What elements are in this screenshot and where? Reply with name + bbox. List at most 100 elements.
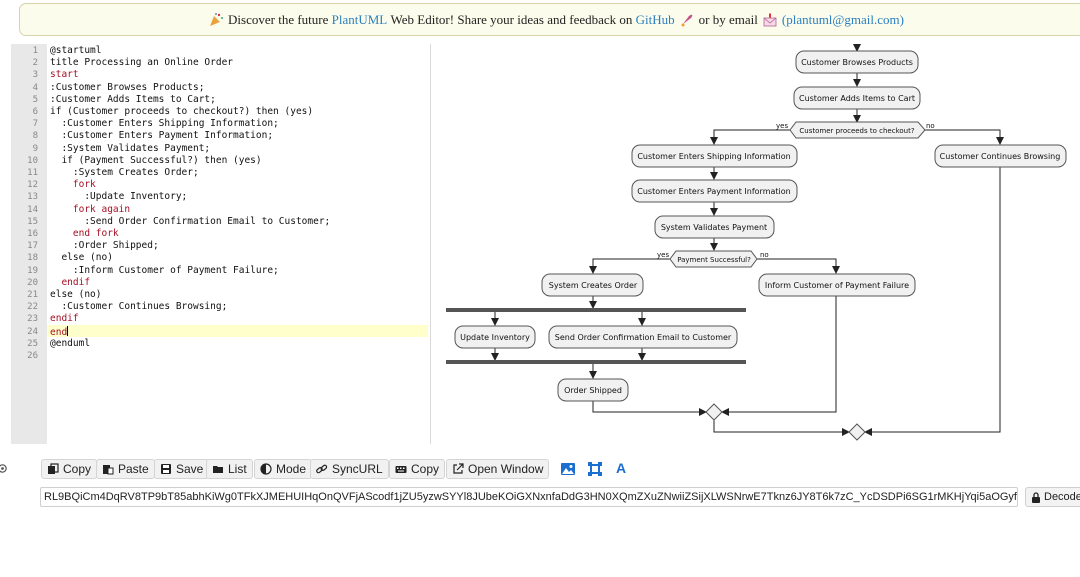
node-shipping: Customer Enters Shipping Information — [631, 144, 798, 168]
node-create-order: System Creates Order — [541, 273, 644, 297]
svg-text:Order Shipped: Order Shipped — [564, 386, 622, 395]
code-line[interactable]: :Customer Continues Browsing; — [50, 301, 228, 312]
code-line[interactable]: :Inform Customer of Payment Failure; — [50, 265, 279, 276]
text-format-icon[interactable]: A — [615, 460, 627, 476]
code-line[interactable]: :Order Shipped; — [50, 240, 159, 251]
paste-label: Paste — [118, 462, 149, 476]
copy-url-button[interactable]: Copy — [389, 459, 446, 479]
line-number: 11 — [27, 168, 38, 178]
mode-label: Mode — [276, 462, 307, 476]
code-line[interactable]: :Customer Enters Payment Information; — [50, 130, 274, 141]
code-line[interactable]: else (no) — [50, 289, 102, 300]
node-send-email: Send Order Confirmation Email to Custome… — [548, 325, 738, 349]
code-editor[interactable]: 1 2 3 4 5 6 7 8 9 10 11 12 13 14 15 16 1… — [11, 44, 428, 444]
save-label: Save — [176, 462, 204, 476]
code-line[interactable]: :System Validates Payment; — [50, 143, 211, 154]
copy-url-label: Copy — [411, 462, 440, 476]
mail-icon — [763, 13, 777, 26]
syncurl-button[interactable]: SyncURL — [310, 459, 389, 479]
decode-button[interactable]: Decode — [1025, 487, 1080, 507]
decision-payment: Payment Successful? yes no — [657, 250, 769, 268]
code-line[interactable]: :Customer Browses Products; — [50, 82, 205, 93]
code-line[interactable]: :Send Order Confirmation Email to Custom… — [50, 216, 331, 227]
node-payment-failure: Inform Customer of Payment Failure — [758, 273, 916, 297]
list-label: List — [228, 462, 247, 476]
code-line[interactable]: title Processing an Online Order — [50, 57, 234, 68]
code-line[interactable]: else (no) — [50, 252, 113, 263]
code-line[interactable]: @enduml — [50, 338, 91, 349]
line-number: 22 — [27, 302, 38, 312]
github-link[interactable]: GitHub — [635, 11, 675, 27]
copy-label: Copy — [63, 462, 92, 476]
line-number: 26 — [27, 351, 38, 361]
line-number: 5 — [32, 95, 38, 105]
line-number: 21 — [27, 290, 38, 300]
banner-text-1: Discover the future — [228, 11, 329, 27]
plantuml-link[interactable]: PlantUML — [331, 11, 388, 27]
code-line[interactable]: start — [50, 69, 79, 80]
pane-divider[interactable] — [430, 44, 431, 444]
mode-button[interactable]: Mode — [254, 459, 313, 479]
svg-text:Send Order Confirmation Email: Send Order Confirmation Email to Custome… — [555, 333, 732, 342]
code-line[interactable]: if (Payment Successful?) then (yes) — [50, 155, 262, 166]
diagram-url-field[interactable]: RL9BQiCm4DqRV8TP9bT85abhKiWg0TFkXJMEHUIH… — [40, 487, 1018, 507]
keyboard-icon — [395, 466, 407, 473]
line-number: 14 — [27, 205, 38, 215]
copy-icon — [48, 463, 59, 474]
code-line[interactable]: :Update Inventory; — [50, 191, 188, 202]
line-number: 6 — [32, 107, 38, 117]
image-icon[interactable] — [560, 461, 576, 477]
svg-text:Inform Customer of Payment Fai: Inform Customer of Payment Failure — [765, 281, 909, 290]
svg-text:Payment Successful?: Payment Successful? — [677, 256, 751, 264]
code-line[interactable]: @startuml — [50, 45, 102, 56]
line-number: 25 — [27, 339, 38, 349]
line-number: 23 — [27, 314, 38, 324]
email-link[interactable]: (plantuml@gmail.com) — [781, 11, 904, 27]
code-line[interactable]: fork again — [50, 204, 131, 215]
banner-text-3: or by email — [698, 11, 758, 27]
rocket-icon — [681, 14, 692, 26]
code-line[interactable]: endif — [50, 277, 91, 288]
party-popper-icon — [210, 12, 224, 26]
copy-button[interactable]: Copy — [41, 459, 98, 479]
decode-label: Decode — [1044, 491, 1080, 503]
code-line-active[interactable]: end — [50, 326, 69, 339]
code-line[interactable]: :System Creates Order; — [50, 167, 199, 178]
svg-text:Customer Enters Payment Inform: Customer Enters Payment Information — [637, 187, 790, 196]
frame-icon[interactable] — [587, 461, 603, 477]
code-line[interactable]: endif — [50, 313, 79, 324]
svg-text:no: no — [926, 122, 935, 130]
code-line[interactable]: fork — [50, 179, 96, 190]
svg-text:yes: yes — [657, 251, 669, 259]
lock-icon — [1032, 491, 1040, 503]
floppy-disk-icon — [161, 464, 171, 474]
paste-button[interactable]: Paste — [96, 459, 155, 479]
link-icon — [316, 464, 328, 474]
node-payment-info: Customer Enters Payment Information — [631, 179, 798, 203]
text-cursor — [67, 326, 69, 336]
line-number: 9 — [32, 144, 38, 154]
code-line[interactable]: :Customer Adds Items to Cart; — [50, 94, 216, 105]
line-number: 17 — [27, 241, 38, 251]
open-window-label: Open Window — [468, 462, 544, 476]
activity-diagram: Customer Browses Products Customer Adds … — [446, 44, 1067, 441]
line-number: 10 — [27, 156, 38, 166]
node-validate: System Validates Payment — [654, 215, 775, 239]
save-button[interactable]: Save — [154, 459, 210, 479]
line-number: 18 — [27, 253, 38, 263]
line-number: 20 — [27, 278, 38, 288]
code-line-text: end — [50, 327, 68, 338]
external-link-icon — [453, 463, 464, 474]
code-line[interactable]: :Customer Enters Shipping Information; — [50, 118, 279, 129]
announcement-banner: Discover the future PlantUML Web Editor!… — [19, 3, 1080, 36]
open-window-button[interactable]: Open Window — [446, 459, 550, 479]
code-line[interactable]: if (Customer proceeds to checkout?) then… — [50, 106, 314, 117]
code-line[interactable]: end fork — [50, 228, 119, 239]
node-order-shipped: Order Shipped — [557, 378, 629, 402]
svg-text:Customer Enters Shipping Infor: Customer Enters Shipping Information — [637, 152, 790, 161]
line-number: 8 — [32, 131, 38, 141]
list-button[interactable]: List — [206, 459, 253, 479]
settings-gear-icon[interactable] — [0, 463, 8, 474]
line-number: 12 — [27, 180, 38, 190]
line-number: 7 — [32, 119, 38, 129]
